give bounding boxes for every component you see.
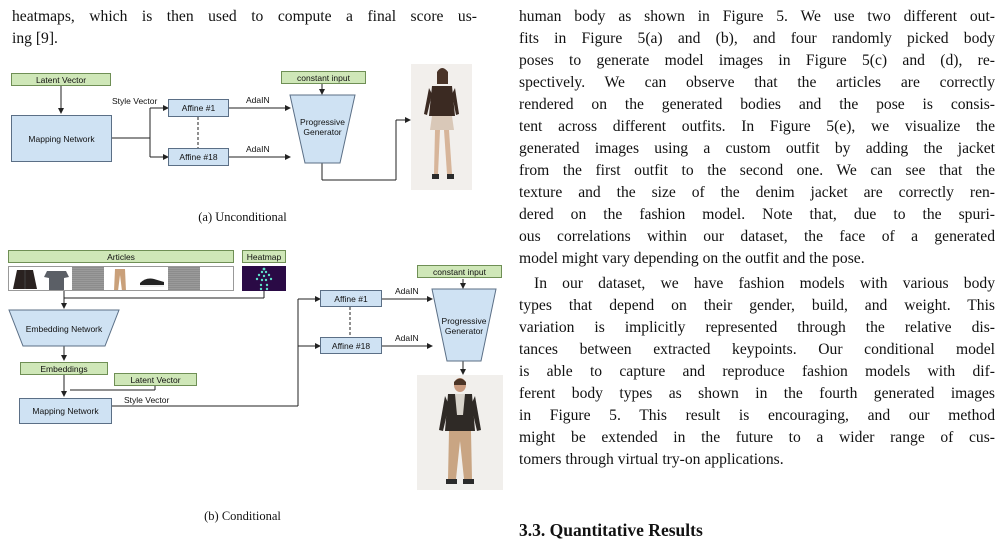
- text-line: spectively. We can observe that the arti…: [519, 74, 995, 91]
- articles-label: Articles: [107, 251, 135, 262]
- constant-input-box: constant input: [281, 71, 366, 84]
- text-line: In our dataset, we have fashion models w…: [534, 275, 995, 292]
- affine-1-box: Affine #1: [168, 99, 229, 117]
- text-line: ous correlations within our dataset, the…: [519, 228, 995, 245]
- affine-18-box: Affine #18: [168, 148, 229, 166]
- text-line: dered on the fashion model. Note that, d…: [519, 206, 995, 223]
- text-line: from the first outfit to the second one.…: [519, 162, 995, 179]
- shoes-thumbnail: [136, 267, 168, 290]
- tshirt-thumbnail: [41, 267, 72, 290]
- section-heading: 3.3. Quantitative Results: [519, 520, 703, 540]
- mapping-network-label: Mapping Network: [32, 406, 99, 416]
- right-paragraph-2: In our dataset, we have fashion models w…: [519, 273, 995, 471]
- text-line: tent across different outfits. In Figure…: [519, 118, 995, 135]
- latent-vector-label: Latent Vector: [130, 374, 181, 385]
- constant-input-label: constant input: [433, 266, 486, 277]
- generated-model-image: [417, 375, 503, 490]
- style-vector-label: Style Vector: [124, 395, 170, 405]
- text-line: texture and the size of the denim jacket…: [519, 184, 995, 201]
- adain-label: AdaIN: [395, 286, 419, 296]
- empty-slot-thumbnail: [72, 267, 104, 290]
- generated-model-image: [411, 64, 472, 190]
- mapping-network-box: Mapping Network: [19, 398, 112, 424]
- style-vector-label: Style Vector: [112, 96, 158, 106]
- affine-1-box: Affine #1: [320, 290, 382, 307]
- mapping-network-label: Mapping Network: [28, 133, 95, 144]
- text-line: might be extended in the future to a wid…: [519, 429, 995, 446]
- text-line: in Figure 5. This result is encouraging,…: [519, 407, 995, 424]
- text-line: heatmaps, which is then used to compute …: [12, 8, 477, 25]
- adain-label: AdaIN: [246, 144, 270, 154]
- text-line: tances between extracted keypoints. Our …: [519, 341, 995, 358]
- progressive-generator-label: Progressive Generator: [300, 117, 345, 137]
- embeddings-label: Embeddings: [40, 363, 88, 374]
- latent-vector-box: Latent Vector: [114, 373, 197, 386]
- text-line: is able to capture and reproduce fashion…: [519, 363, 995, 380]
- articles-box: Articles: [8, 250, 234, 263]
- articles-strip: [8, 266, 234, 291]
- heatmap-box: Heatmap: [242, 250, 286, 263]
- text-line: human body as shown in Figure 5. We use …: [519, 8, 995, 25]
- text-line: model might vary depending on the outfit…: [519, 250, 865, 267]
- constant-input-label: constant input: [297, 72, 350, 83]
- text-line: variation is implicitly represented thro…: [519, 319, 995, 336]
- figure-caption-b: (b) Conditional: [204, 509, 281, 523]
- text-line: generated images using a custom outfit b…: [519, 140, 995, 157]
- affine-18-label: Affine #18: [331, 340, 371, 351]
- jacket-thumbnail: [9, 267, 41, 290]
- heatmap-label: Heatmap: [246, 251, 282, 262]
- text-line: poses to generate model images in Figure…: [519, 52, 995, 69]
- adain-label: AdaIN: [395, 333, 419, 343]
- text-line: fits in Figure 5(a) and (b), and four ra…: [519, 30, 995, 47]
- figure-caption-a: (a) Unconditional: [198, 210, 287, 224]
- affine-1-label: Affine #1: [181, 103, 216, 113]
- empty-slot-thumbnail: [168, 267, 200, 290]
- constant-input-box: constant input: [417, 265, 502, 278]
- text-line: ferent body types as shown in the fourth…: [519, 385, 995, 402]
- right-paragraph-1: human body as shown in Figure 5. We use …: [519, 6, 995, 270]
- embedding-network-label: Embedding Network: [25, 324, 103, 334]
- affine-1-label: Affine #1: [334, 293, 368, 304]
- text-line: tomers through virtual try-on applicatio…: [519, 451, 784, 468]
- latent-vector-label: Latent Vector: [35, 74, 87, 85]
- progressive-generator-label: Progressive Generator: [441, 316, 487, 336]
- heatmap-image: [242, 266, 286, 291]
- affine-18-box: Affine #18: [320, 337, 382, 354]
- adain-label: AdaIN: [246, 95, 270, 105]
- pants-thumbnail: [104, 267, 136, 290]
- left-top-paragraph: heatmaps, which is then used to compute …: [12, 6, 477, 50]
- latent-vector-box: Latent Vector: [11, 73, 111, 86]
- mapping-network-box: Mapping Network: [11, 115, 112, 162]
- text-line: types that depend on their gender, build…: [519, 297, 995, 314]
- text-line: rendered on the generated bodies and the…: [519, 96, 995, 113]
- embeddings-box: Embeddings: [20, 362, 108, 375]
- affine-18-label: Affine #18: [179, 152, 218, 162]
- text-line: ing [9].: [12, 30, 58, 47]
